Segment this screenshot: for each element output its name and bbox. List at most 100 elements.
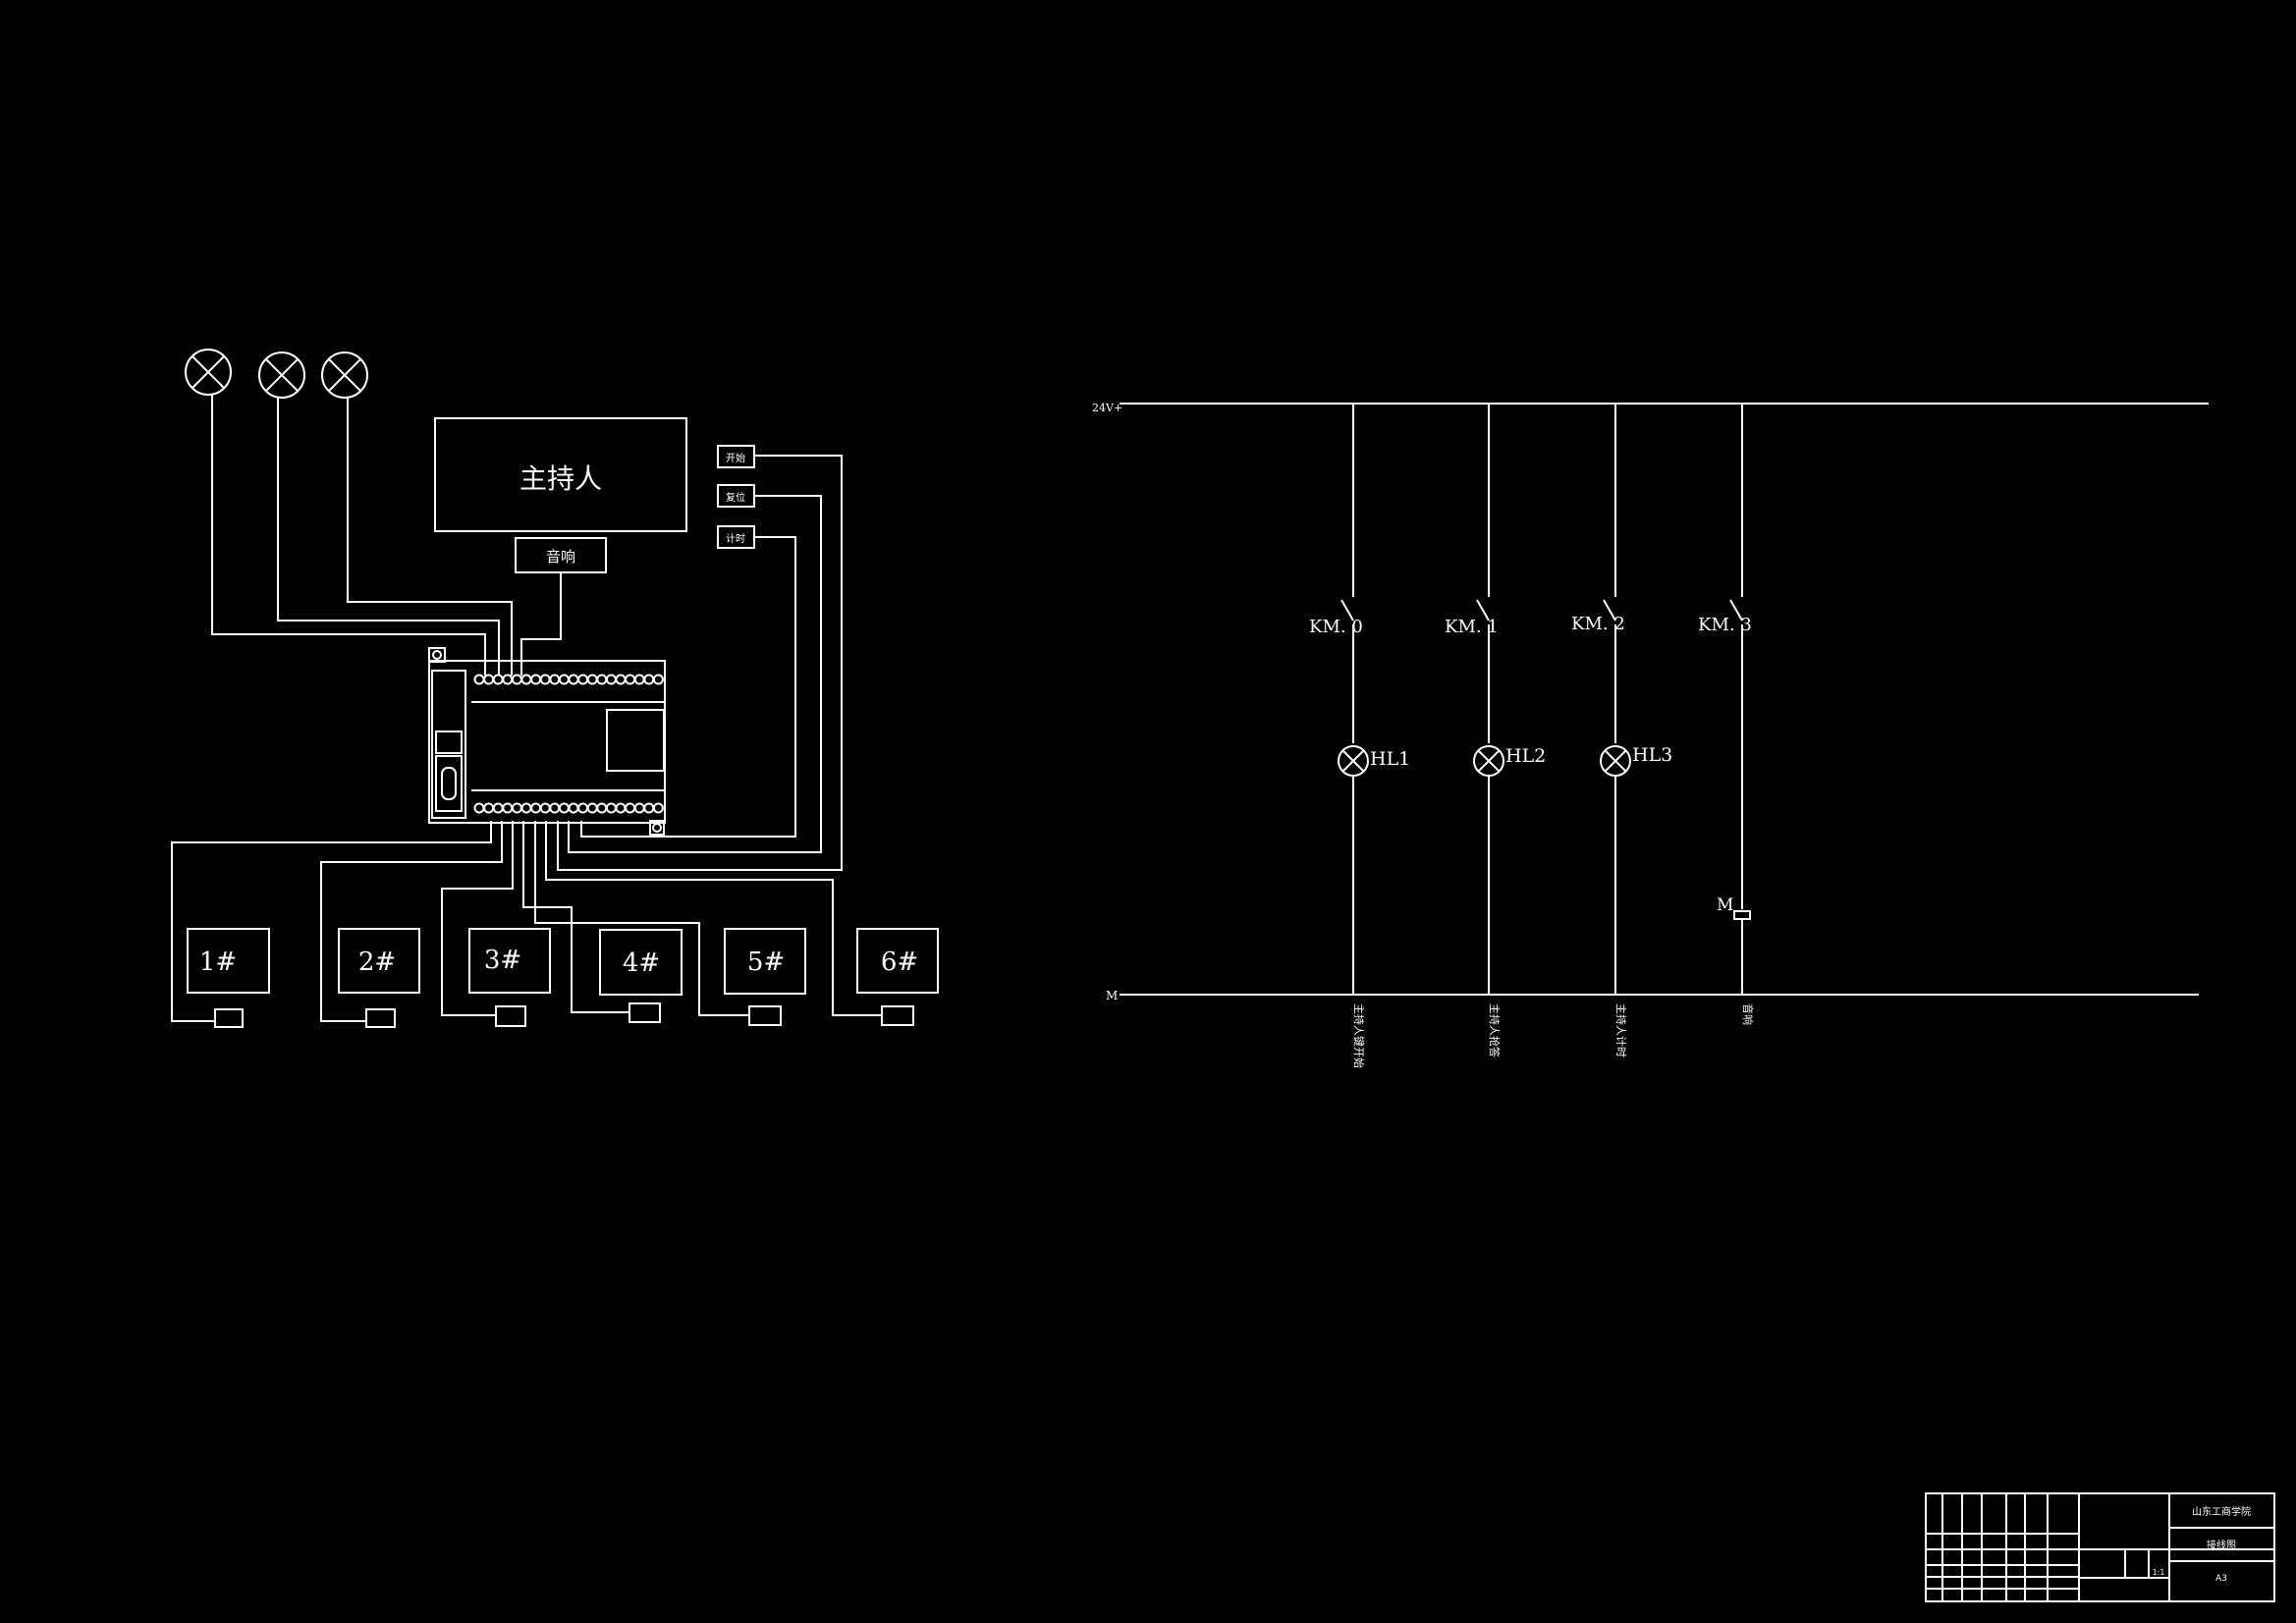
wire-timer — [580, 536, 796, 838]
svg-text:5#: 5# — [747, 947, 785, 977]
plc-terminal — [539, 674, 551, 685]
lamp-1 — [185, 349, 232, 396]
plc-terminal — [625, 802, 636, 814]
plc-terminal — [586, 802, 598, 814]
wire-station-3 — [441, 821, 514, 1016]
plc-terminal — [530, 802, 542, 814]
plc-terminal — [605, 674, 617, 685]
svg-text:HL2: HL2 — [1505, 745, 1546, 767]
title-drawing-name: 接线图 — [2207, 1539, 2236, 1551]
plc-terminal — [558, 674, 570, 685]
plc-terminal — [473, 674, 485, 685]
plc-terminal — [596, 674, 608, 685]
plc-terminal — [577, 674, 589, 685]
plc-terminal — [586, 674, 598, 685]
plc-terminal — [549, 674, 561, 685]
speaker-label: 音响 — [546, 548, 575, 566]
right-ladder-diagram: 24V+ M KM. 0 HL1 主持人键开始 KM. 1 H — [1092, 402, 2209, 1068]
left-wiring-diagram: 主持人 音响 开始 复位 计时 — [171, 349, 939, 1028]
rung-1: KM. 0 HL1 主持人键开始 — [1309, 404, 1410, 1068]
plc-terminal — [539, 802, 551, 814]
plc-terminal — [605, 802, 617, 814]
start-button-label: 开始 — [726, 452, 745, 464]
plc-terminal — [492, 802, 504, 814]
station-3: 3# — [468, 928, 551, 1027]
wire-lamp-2 — [277, 398, 500, 676]
rung-3: KM. 2 HL3 主持人计时 — [1571, 404, 1672, 1057]
plc-terminal — [502, 674, 514, 685]
plc-terminal — [520, 674, 532, 685]
svg-text:KM. 0: KM. 0 — [1309, 617, 1363, 637]
plc-terminal — [549, 802, 561, 814]
svg-text:2#: 2# — [358, 947, 396, 977]
bus-top-label: 24V+ — [1092, 402, 1122, 414]
svg-text:主持人键开始: 主持人键开始 — [1352, 1003, 1366, 1068]
svg-text:1#: 1# — [199, 947, 237, 977]
plc-terminal — [511, 674, 522, 685]
svg-text:HL1: HL1 — [1370, 748, 1410, 770]
plc-terminal — [511, 802, 522, 814]
plc-terminal — [473, 802, 485, 814]
wire-station-1 — [171, 821, 492, 1022]
plc-terminal — [615, 674, 627, 685]
station-5: 5# — [724, 928, 806, 1026]
plc-terminal — [625, 674, 636, 685]
svg-text:HL3: HL3 — [1632, 744, 1672, 766]
plc-module — [428, 647, 666, 836]
plc-terminal — [652, 674, 664, 685]
plc-terminal — [483, 802, 495, 814]
wire-lamp-3 — [347, 398, 513, 676]
rung-4: KM. 3 M 音响 — [1698, 404, 1755, 1025]
title-block: 山东工商学院 接线图 A3 1:1 — [1925, 1492, 2275, 1602]
wire-reset — [568, 495, 822, 853]
plc-terminal — [530, 674, 542, 685]
svg-text:KM. 2: KM. 2 — [1571, 614, 1625, 634]
station-6: 6# — [856, 928, 939, 1026]
station-2: 2# — [338, 928, 420, 1028]
title-scale: 1:1 — [2153, 1568, 2165, 1577]
plc-terminal — [558, 802, 570, 814]
svg-text:3#: 3# — [484, 946, 521, 975]
wire-lamp-1 — [211, 395, 486, 676]
svg-text:6#: 6# — [881, 947, 918, 977]
plc-terminal — [520, 802, 532, 814]
svg-text:音响: 音响 — [1741, 1003, 1755, 1025]
wire-station-4 — [522, 821, 629, 1013]
host-box — [434, 417, 687, 532]
lamp-3 — [321, 352, 368, 399]
plc-terminal — [633, 674, 645, 685]
reset-button-label: 复位 — [726, 491, 745, 504]
rung-2: KM. 1 HL2 主持人抢答 — [1445, 404, 1546, 1057]
bus-bottom-label: M — [1106, 989, 1118, 1002]
plc-terminal — [483, 674, 495, 685]
plc-terminal — [568, 674, 579, 685]
wire-station-5 — [534, 821, 749, 1016]
svg-text:主持人抢答: 主持人抢答 — [1488, 1003, 1502, 1057]
plc-terminal — [568, 802, 579, 814]
plc-terminal — [652, 802, 664, 814]
plc-terminal — [502, 802, 514, 814]
svg-text:主持人计时: 主持人计时 — [1614, 1003, 1628, 1057]
host-label: 主持人 — [519, 462, 602, 495]
plc-terminal — [577, 802, 589, 814]
lamp-2 — [258, 352, 305, 399]
wire-station-6 — [545, 821, 882, 1016]
title-sheet: A3 — [2215, 1574, 2227, 1584]
wire-start — [557, 455, 843, 871]
station-1: 1# — [187, 928, 270, 1028]
title-school: 山东工商学院 — [2192, 1505, 2251, 1518]
svg-text:KM. 3: KM. 3 — [1698, 615, 1752, 635]
svg-text:M: M — [1717, 895, 1733, 915]
station-4: 4# — [599, 929, 683, 1023]
plc-terminal — [643, 674, 655, 685]
plc-terminal — [633, 802, 645, 814]
plc-terminal — [596, 802, 608, 814]
plc-terminal — [492, 674, 504, 685]
timer-button-label: 计时 — [726, 532, 745, 545]
wire-speaker — [520, 572, 562, 676]
svg-text:KM. 1: KM. 1 — [1445, 617, 1499, 637]
plc-terminal — [643, 802, 655, 814]
wire-station-2 — [320, 821, 503, 1022]
svg-text:4#: 4# — [623, 948, 660, 978]
